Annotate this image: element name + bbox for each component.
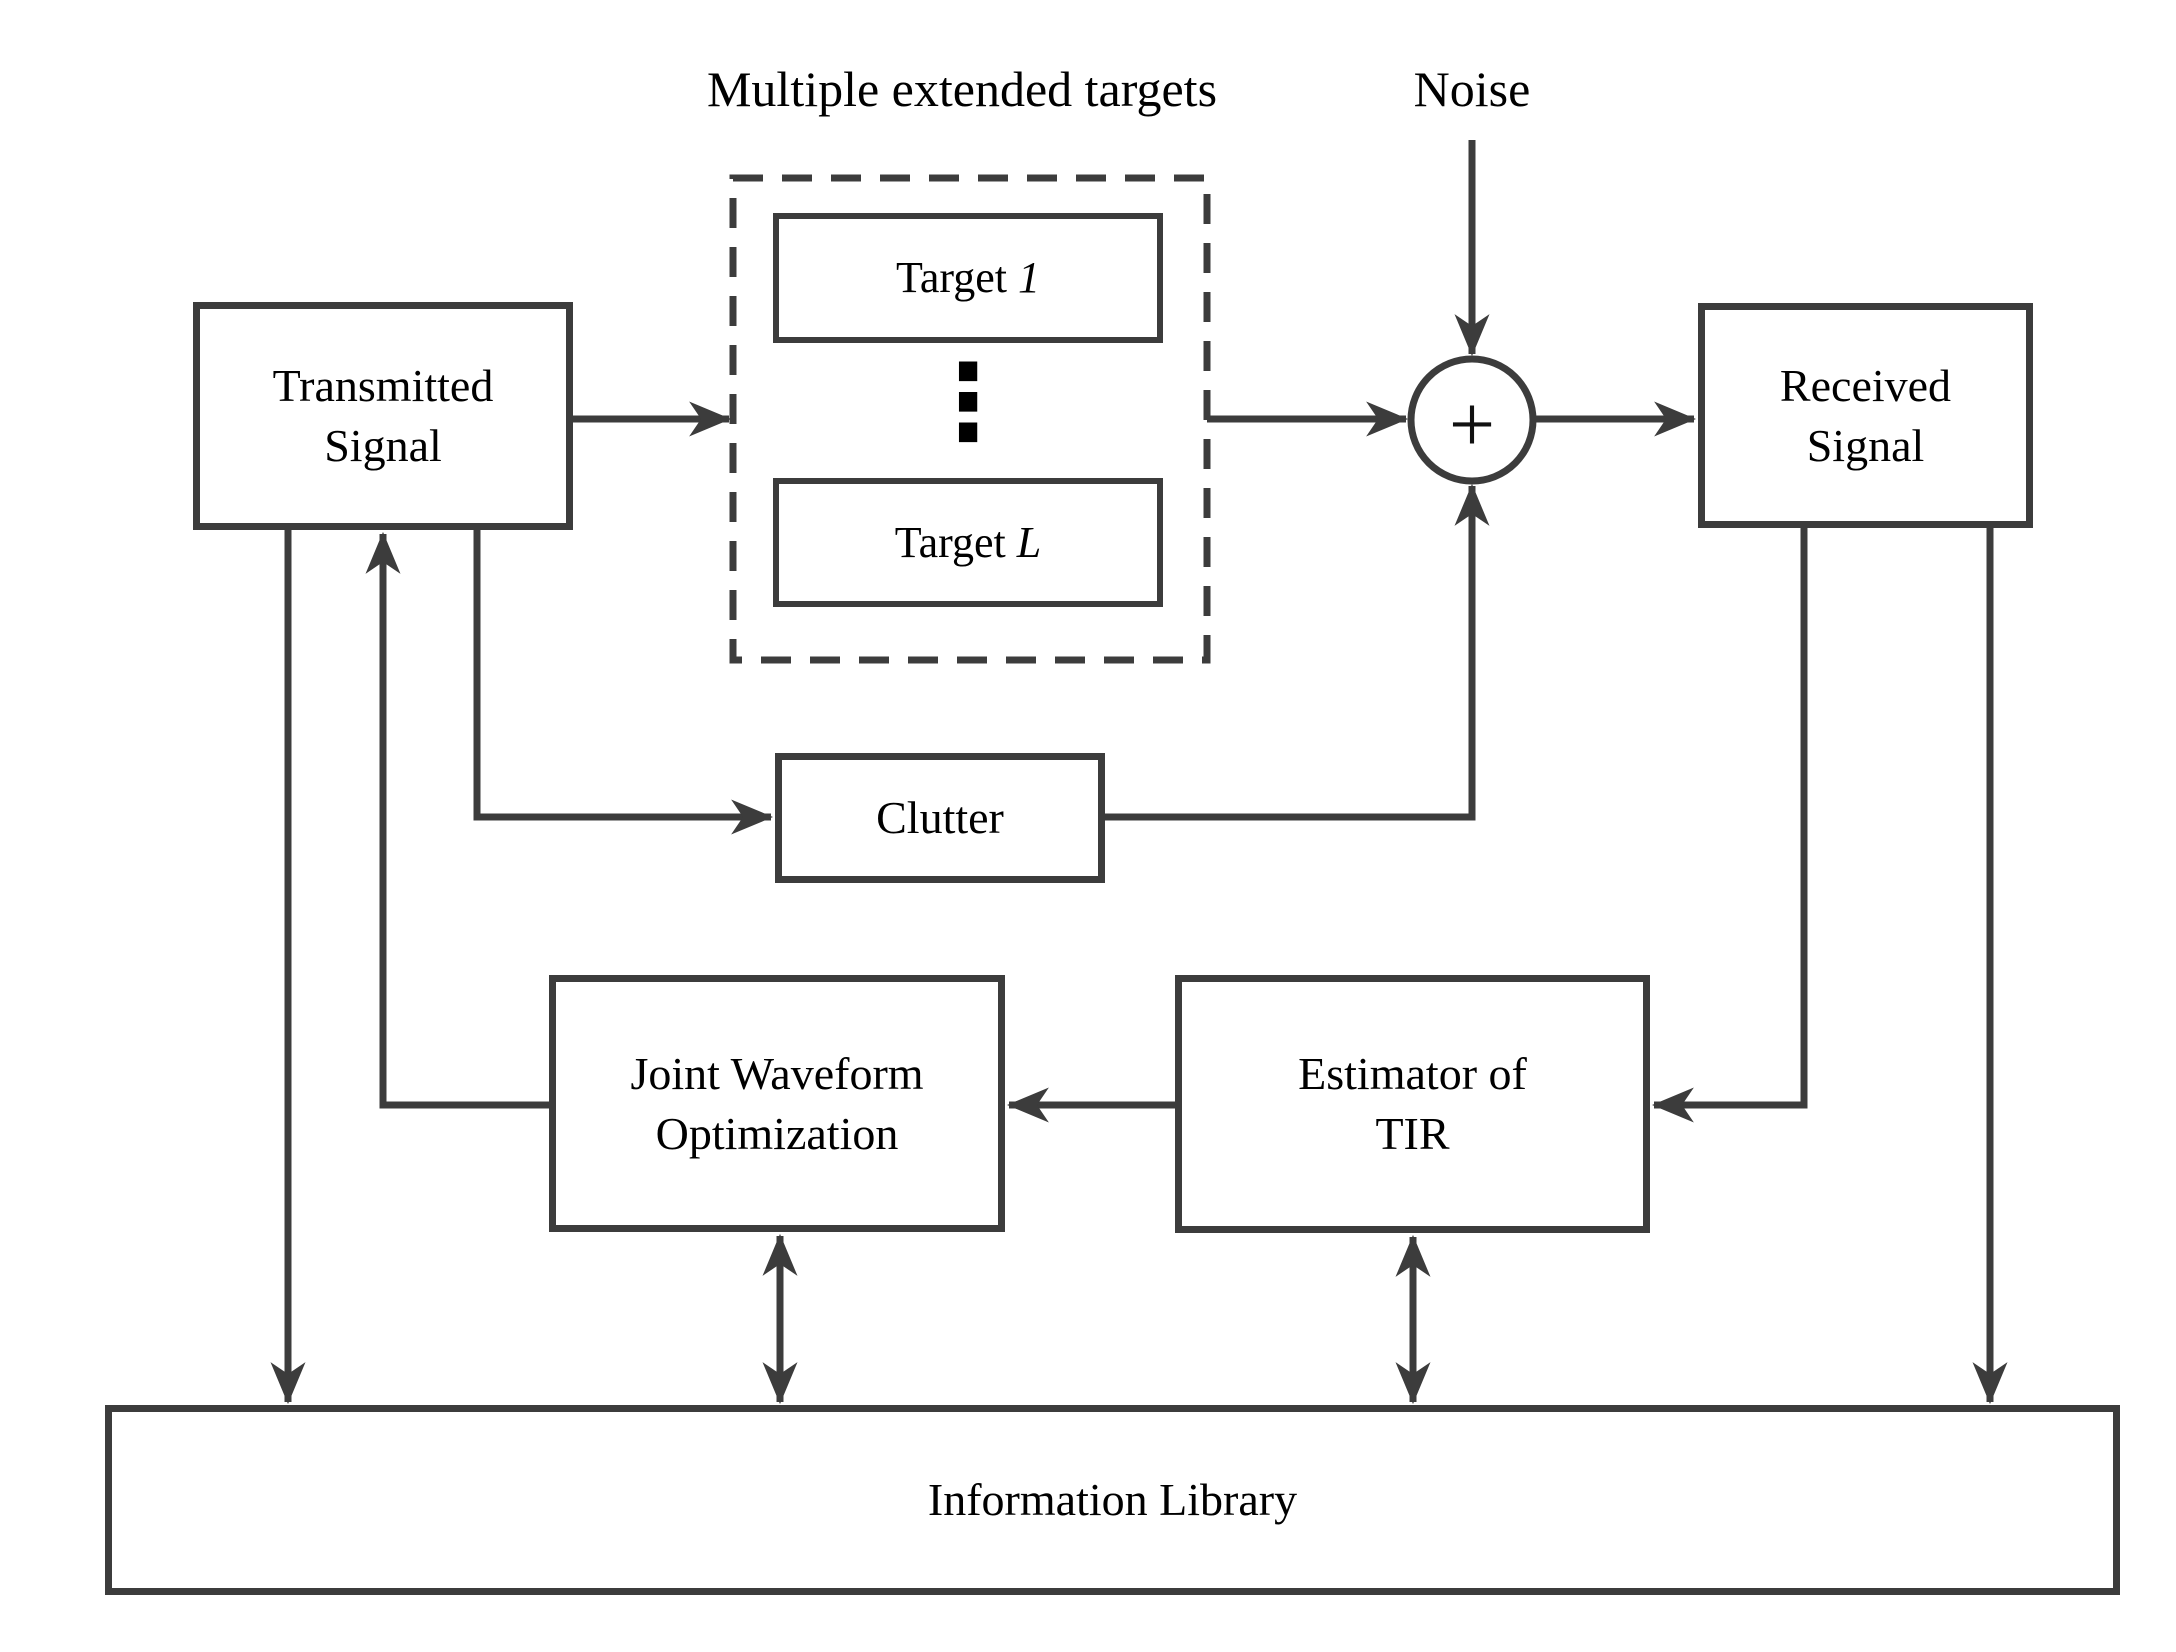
adder-circle: [1407, 355, 1537, 485]
target-1-label: Target 1: [896, 253, 1040, 303]
information-library-box: Information Library: [105, 1405, 2120, 1595]
target-1-box: Target 1: [773, 213, 1163, 343]
received-signal-box: Received Signal: [1698, 303, 2033, 528]
clutter-box: Clutter: [775, 753, 1105, 883]
arrow-jwo-to-transmitted: [365, 531, 549, 1109]
target-L-label: Target L: [894, 517, 1042, 567]
estimator-of-tir-box: Estimator of TIR: [1175, 975, 1650, 1233]
arrow-received-to-estimator: [1651, 528, 1808, 1123]
targets-group-title: Multiple extended targets: [706, 61, 1218, 117]
target-L-box: Target L: [773, 478, 1163, 607]
joint-waveform-optimization-box: Joint Waveform Optimization: [549, 975, 1005, 1232]
arrow-transmitted-to-clutter: [473, 530, 774, 835]
arrow-clutter-to-adder: [1105, 483, 1490, 821]
adder-plus-sign: +: [1449, 379, 1495, 470]
targets-vertical-ellipsis: ⋮: [916, 341, 1020, 463]
noise-label: Noise: [1413, 61, 1531, 117]
transmitted-signal-box: Transmitted Signal: [193, 302, 573, 530]
